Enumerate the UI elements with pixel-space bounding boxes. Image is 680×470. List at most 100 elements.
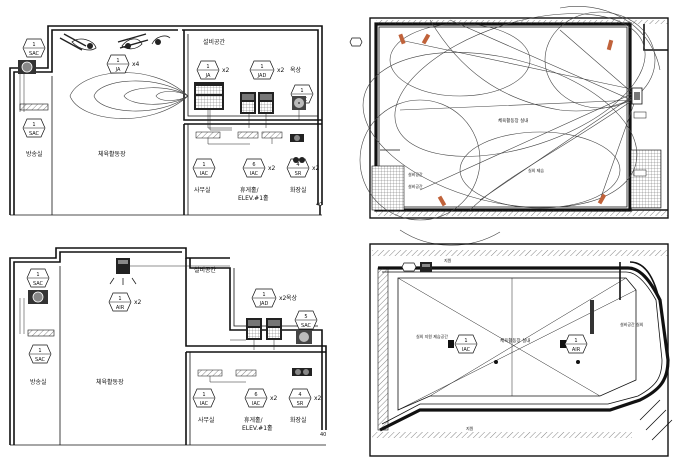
label-broadcast: 방송실 <box>26 150 43 158</box>
svg-text:1: 1 <box>118 296 121 302</box>
label-gym: 체육활동장 <box>98 150 126 158</box>
svg-text:SAC: SAC <box>35 357 46 363</box>
svg-text:x2: x2 <box>277 67 285 74</box>
svg-text:IAC: IAC <box>250 171 259 177</box>
panel-existing-hvac-upper: 1 SAC 1 SAC 1 JA x4 1 JA x2 1 JAD <box>9 25 323 216</box>
iac-units-icon <box>197 368 312 377</box>
svg-text:1: 1 <box>32 122 35 128</box>
label-elev: ELEV.#1홀 <box>238 194 269 202</box>
svg-text:x2: x2 <box>134 299 142 306</box>
svg-text:1: 1 <box>300 88 303 94</box>
svg-text:SAC: SAC <box>33 281 44 287</box>
svg-text:1: 1 <box>464 338 467 344</box>
svg-text:1: 1 <box>262 292 265 298</box>
label-toilet: 화장실 <box>290 416 307 424</box>
sr-tag: 4 SR x2 <box>286 158 320 178</box>
svg-text:SAC: SAC <box>301 323 312 329</box>
svg-text:JA: JA <box>205 73 211 79</box>
air-unit-icon <box>109 258 137 285</box>
svg-text:IAC: IAC <box>200 401 209 407</box>
svg-text:JAD: JAD <box>257 73 267 79</box>
iac-units-icon <box>195 131 304 142</box>
ceiling-fan-icon <box>59 33 171 51</box>
svg-text:1: 1 <box>32 42 35 48</box>
svg-text:IAC: IAC <box>462 347 471 353</box>
svg-text:5: 5 <box>304 314 307 320</box>
panel-duct-layout-plan: 1 IAC 1 AIR 체육활동장 실내 실외 지원 제습공간 설비공간 실외 … <box>369 243 673 457</box>
svg-text:IAC: IAC <box>252 401 261 407</box>
duct-unit-icon <box>420 262 594 348</box>
sac-tag-lower: 1 SAC <box>22 118 46 138</box>
label-support-bottom: 지원 <box>466 425 474 431</box>
label-equip-a: 설비공간 <box>408 171 423 177</box>
outdoor-unit-icon <box>28 290 48 304</box>
label-broadcast: 방송실 <box>30 378 47 386</box>
svg-text:1: 1 <box>202 392 205 398</box>
svg-text:1: 1 <box>260 64 263 70</box>
sr-tag: 4 SR x2 <box>288 388 322 408</box>
iac-tag: 1 IAC <box>454 334 478 354</box>
svg-text:x2: x2 <box>279 295 287 302</box>
iac-tag: 1 IAC <box>192 388 216 408</box>
panel-new-hvac-lower: 1 AIR x2 1 SAC 1 SAC 설비공간 옥상 1 <box>9 247 327 446</box>
sac-tag: 1 SAC <box>22 38 46 58</box>
svg-text:x4: x4 <box>132 61 140 68</box>
label-office: 사무실 <box>198 416 215 424</box>
svg-text:SAC: SAC <box>29 131 40 137</box>
label-equip-room: 설비공간 <box>203 38 226 46</box>
label-equip-room: 설비공간 <box>194 266 217 274</box>
ja-tag: 1 JA x4 <box>106 54 140 74</box>
indoor-unit-icon <box>27 329 55 337</box>
label-office: 사무실 <box>194 186 211 194</box>
note-mark: 40 <box>316 202 322 208</box>
svg-text:IAC: IAC <box>200 171 209 177</box>
label-interior: 체육활동장 실내 <box>498 117 528 124</box>
svg-text:SR: SR <box>297 401 304 407</box>
label-equip-b: 설비공간 <box>408 183 423 189</box>
svg-text:x2: x2 <box>222 67 230 74</box>
label-rooftop: 옥상 <box>286 294 298 302</box>
svg-text:AIR: AIR <box>572 347 581 353</box>
svg-text:1: 1 <box>202 162 205 168</box>
svg-text:JA: JA <box>115 67 121 73</box>
svg-text:1: 1 <box>38 348 41 354</box>
svg-text:1: 1 <box>574 338 577 344</box>
label-equip-outdoor: 설비공간 실외 <box>620 321 644 327</box>
svg-text:x2: x2 <box>312 165 320 172</box>
sac-tag: 1 SAC <box>26 268 50 288</box>
diffuser-markers <box>398 33 643 207</box>
iac-elev-tag: 6 IAC x2 <box>242 158 276 178</box>
svg-text:AIR: AIR <box>116 305 125 311</box>
jad-tag: 1 JAD x2 <box>249 60 285 80</box>
chiller-unit-icon <box>246 318 312 344</box>
iac-tag: 1 IAC <box>192 158 216 178</box>
label-toilet: 화장실 <box>290 186 307 194</box>
air-tag: 1 AIR x2 <box>108 292 142 312</box>
svg-text:1: 1 <box>116 58 119 64</box>
svg-text:1: 1 <box>36 272 39 278</box>
air-throw-pattern <box>69 72 189 119</box>
sac-tag-roof: 5 SAC <box>294 310 318 330</box>
ja-equip-tag: 1 JA x2 <box>196 60 230 80</box>
label-support-top: 지원 <box>444 257 452 263</box>
label-dehumid: 실외 제습 <box>528 167 544 173</box>
label-support-dehumid: 실외 지원 제습공간 <box>416 333 448 339</box>
svg-text:SR: SR <box>295 171 302 177</box>
svg-text:6: 6 <box>252 162 255 168</box>
label-rooftop: 옥상 <box>290 66 302 74</box>
airflow-streamlines <box>359 6 661 246</box>
iac-elev-tag: 6 IAC x2 <box>244 388 278 408</box>
note-mark: 40 <box>320 432 326 438</box>
label-lounge: 휴게홀/ <box>244 416 264 424</box>
svg-text:x2: x2 <box>268 165 276 172</box>
svg-text:4: 4 <box>296 162 299 168</box>
svg-text:x2: x2 <box>314 395 322 402</box>
svg-text:6: 6 <box>254 392 257 398</box>
jad-tag: 1 JAD x2 <box>251 288 287 308</box>
panel-airflow-simulation-plan: 체육활동장 실내 실외 제습 설비공간 설비공간 <box>349 6 669 246</box>
label-gym: 체육활동장 <box>96 378 124 386</box>
label-lounge: 휴게홀/ <box>240 186 260 194</box>
svg-text:4: 4 <box>298 392 301 398</box>
air-tag: 1 AIR <box>564 334 588 354</box>
